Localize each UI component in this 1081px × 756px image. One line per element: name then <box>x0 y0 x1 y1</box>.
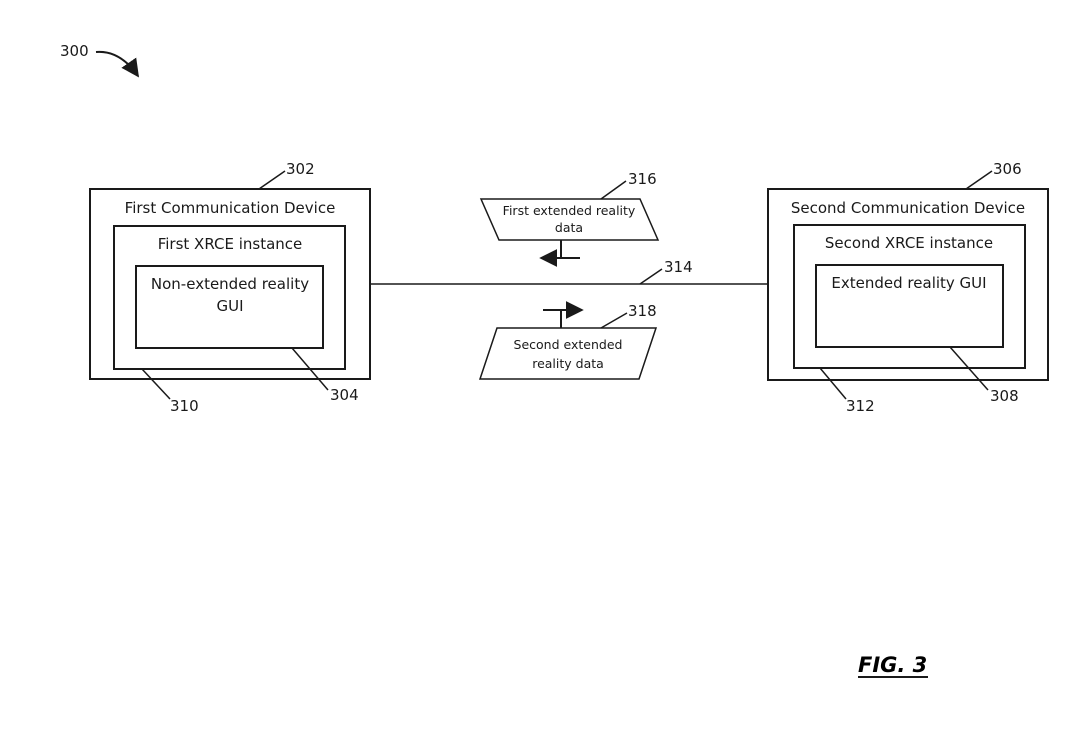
ref-310: 310 <box>170 397 199 415</box>
ref-308: 308 <box>990 387 1019 405</box>
ref-316: 316 <box>628 170 657 188</box>
first-communication-device: First Communication Device First XRCE in… <box>89 188 371 380</box>
leader-304 <box>291 347 329 391</box>
leader-312 <box>819 367 847 400</box>
second-data-line1: Second extended <box>514 337 623 352</box>
first-xrce-box <box>113 225 346 370</box>
ref-318: 318 <box>628 302 657 320</box>
second-xrce-title: Second XRCE instance <box>825 234 993 252</box>
ref-300-arrow <box>95 50 140 78</box>
ref-304: 304 <box>330 386 359 404</box>
second-data-parallelogram <box>478 327 658 380</box>
figure-label: FIG. 3 <box>858 653 927 677</box>
leader-308 <box>949 346 989 391</box>
leader-310 <box>141 368 171 400</box>
first-xrce-title: First XRCE instance <box>158 235 303 253</box>
first-gui-line2: GUI <box>216 297 243 315</box>
second-xrce-box <box>793 224 1026 369</box>
ref-302: 302 <box>286 160 315 178</box>
first-gui-line1: Non-extended reality <box>151 275 309 293</box>
second-device-box <box>767 188 1049 381</box>
leader-318 <box>600 312 628 329</box>
ref-300: 300 <box>60 42 89 60</box>
leader-306 <box>965 170 993 190</box>
first-data-line1: First extended reality <box>503 203 636 218</box>
ref-314: 314 <box>664 258 693 276</box>
first-data-parallelogram <box>479 198 660 241</box>
first-extended-reality-data: First extended reality data <box>479 198 660 267</box>
second-device-title: Second Communication Device <box>791 199 1025 217</box>
leader-302 <box>258 170 286 190</box>
ref-312: 312 <box>846 397 875 415</box>
second-communication-device: Second Communication Device Second XRCE … <box>767 188 1049 381</box>
first-gui-box <box>135 265 324 349</box>
leader-314 <box>639 268 663 285</box>
leader-316 <box>600 180 627 200</box>
ref-306: 306 <box>993 160 1022 178</box>
first-device-title: First Communication Device <box>125 199 336 217</box>
second-gui-line1: Extended reality GUI <box>831 274 986 292</box>
second-data-line2: reality data <box>532 356 604 371</box>
first-data-line2: data <box>555 220 583 235</box>
second-gui-box <box>815 264 1004 348</box>
second-extended-reality-data: Second extended reality data <box>478 301 658 380</box>
